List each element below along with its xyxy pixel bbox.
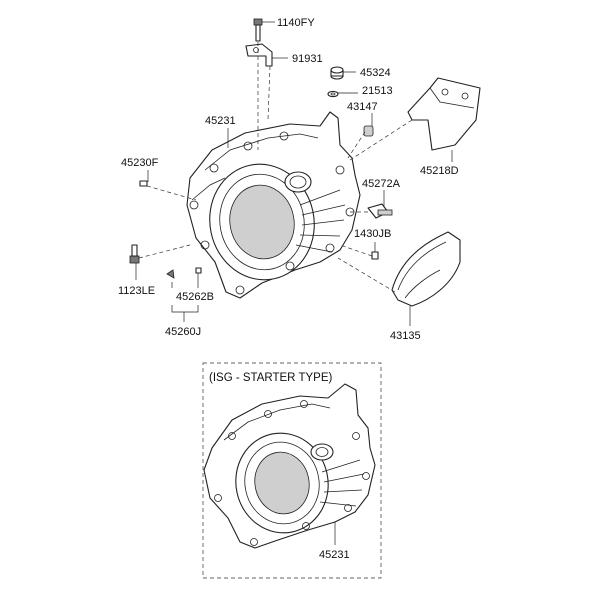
label-1430jb: 1430JB xyxy=(354,228,391,240)
bracket-91931-icon xyxy=(245,43,273,67)
transaxle-case-housing-top xyxy=(186,111,361,299)
cover-43135-icon xyxy=(391,231,461,307)
pin-45230f-icon xyxy=(139,180,148,187)
sensor-45272a-icon xyxy=(367,203,393,219)
label-45218d: 45218D xyxy=(420,165,459,177)
bolt-1140fy-icon xyxy=(253,18,263,42)
bracket-45218d-icon xyxy=(407,77,481,151)
label-45262b: 45262B xyxy=(176,291,214,303)
label-43147: 43147 xyxy=(347,101,378,113)
label-45231-bottom: 45231 xyxy=(319,549,350,561)
plug-43147-icon xyxy=(363,125,374,137)
leader-lines xyxy=(135,21,453,326)
transaxle-case-housing-isg xyxy=(203,383,376,549)
pin-45262b-icon xyxy=(166,267,202,279)
washer-21513-icon xyxy=(327,90,339,98)
label-45230f: 45230F xyxy=(121,157,159,169)
label-1123le: 1123LE xyxy=(118,285,155,297)
isg-starter-type-inset: (ISG - STARTER TYPE) 45231 xyxy=(202,362,382,579)
label-1140fy: 1140FY xyxy=(277,17,315,29)
label-45231-top: 45231 xyxy=(205,115,236,127)
bolt-1123le-icon xyxy=(129,244,140,264)
label-91931: 91931 xyxy=(292,53,323,65)
label-21513: 21513 xyxy=(362,85,393,97)
label-45272a: 45272A xyxy=(362,178,401,190)
label-43135: 43135 xyxy=(390,330,421,342)
label-45260j: 45260J xyxy=(165,326,201,338)
label-45324: 45324 xyxy=(360,67,391,79)
inset-title: (ISG - STARTER TYPE) xyxy=(209,372,332,384)
cap-45324-icon xyxy=(330,66,344,80)
plug-1430jb-icon xyxy=(371,251,379,260)
